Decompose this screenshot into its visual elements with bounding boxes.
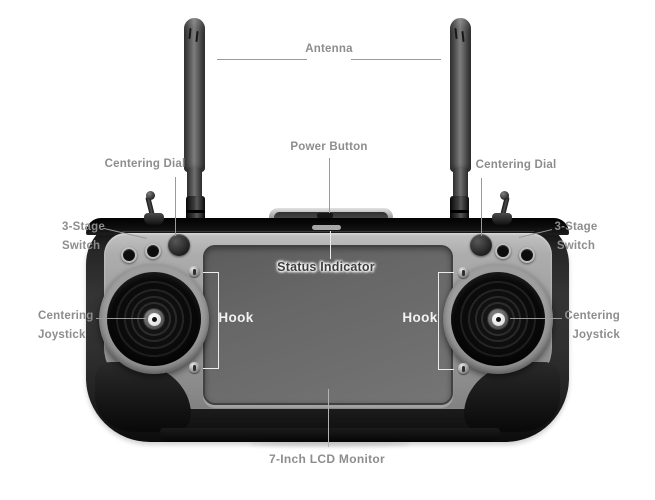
left-antenna-body — [184, 18, 205, 172]
left-antenna-pin — [186, 210, 205, 213]
hook-bottom-right — [458, 363, 469, 374]
hook-bottom-left — [189, 362, 200, 373]
right-antenna-body — [450, 18, 471, 172]
hook-bracket-left-vertical — [218, 272, 219, 369]
label-line: 3-Stage — [554, 221, 598, 233]
left-switch-base — [144, 213, 164, 225]
joystick-callout-line-left — [96, 318, 146, 319]
label-line: Centering — [38, 310, 94, 322]
label-three-stage-switch-right: 3-Stage Switch — [553, 218, 599, 256]
right-antenna-neck — [453, 168, 468, 198]
label-hook-left: Hook — [218, 310, 254, 325]
right-aux-button-1 — [495, 243, 511, 259]
label-centering-joystick-right: Centering Joystick — [564, 307, 620, 345]
label-line: Joystick — [38, 329, 86, 341]
antenna-slit — [188, 27, 192, 40]
hook-bracket-right-vertical — [438, 272, 439, 370]
hook-slot — [193, 364, 196, 371]
label-power-button: Power Button — [290, 141, 368, 153]
rim-seam-line — [122, 231, 534, 232]
hook-bracket-right-bottom — [438, 369, 454, 370]
label-line: 3-Stage — [62, 221, 105, 233]
centering-dial-callout-line-left — [175, 177, 176, 236]
left-aux-button-2 — [145, 243, 161, 259]
bottom-lip — [160, 428, 500, 442]
right-antenna-pin — [450, 210, 469, 213]
left-centering-dial — [168, 234, 190, 256]
hook-top-right — [458, 267, 469, 278]
right-aux-button-2 — [519, 247, 535, 263]
status-indicator-led — [312, 225, 341, 230]
hook-slot — [462, 365, 465, 372]
label-centering-dial-right: Centering Dial — [475, 159, 557, 171]
hook-bracket-right-top — [438, 272, 454, 273]
antenna-slit — [454, 27, 458, 40]
antenna-slit — [195, 30, 199, 43]
label-lcd-monitor: 7-Inch LCD Monitor — [268, 452, 386, 466]
hook-top-left — [189, 266, 200, 277]
joystick-callout-line-right — [510, 318, 562, 319]
power-button-callout-line — [329, 158, 330, 213]
left-switch-ball — [146, 191, 155, 200]
left-joystick-center-dot — [151, 316, 157, 322]
antenna-callout-line-right — [351, 59, 441, 60]
lcd-callout-line — [328, 389, 329, 447]
label-antenna: Antenna — [305, 43, 353, 55]
hook-slot — [193, 268, 196, 275]
power-button — [317, 213, 333, 218]
right-joystick-center-dot — [495, 316, 501, 322]
label-line: Centering — [564, 310, 620, 322]
label-line: Switch — [62, 240, 101, 252]
label-three-stage-switch-left: 3-Stage Switch — [62, 218, 105, 256]
hook-slot — [462, 269, 465, 276]
label-line: Switch — [556, 240, 596, 252]
right-switch-base — [492, 213, 512, 225]
antenna-callout-line-left — [217, 59, 307, 60]
right-centering-dial — [470, 234, 492, 256]
hook-bracket-left-bottom — [203, 368, 219, 369]
status-indicator-callout-line — [330, 231, 331, 259]
left-aux-button-1 — [121, 247, 137, 263]
label-centering-joystick-left: Centering Joystick — [38, 307, 93, 345]
right-switch-ball — [500, 191, 509, 200]
hook-bracket-left-top — [203, 272, 219, 273]
bottom-shadow — [250, 441, 410, 447]
antenna-slit — [461, 30, 465, 43]
label-hook-right: Hook — [402, 310, 438, 325]
label-status-indicator: Status Indicator — [277, 260, 375, 274]
centering-dial-callout-line-right — [481, 178, 482, 236]
left-antenna-neck — [187, 168, 202, 198]
label-centering-dial-left: Centering Dial — [104, 158, 186, 170]
label-line: Joystick — [572, 329, 620, 341]
